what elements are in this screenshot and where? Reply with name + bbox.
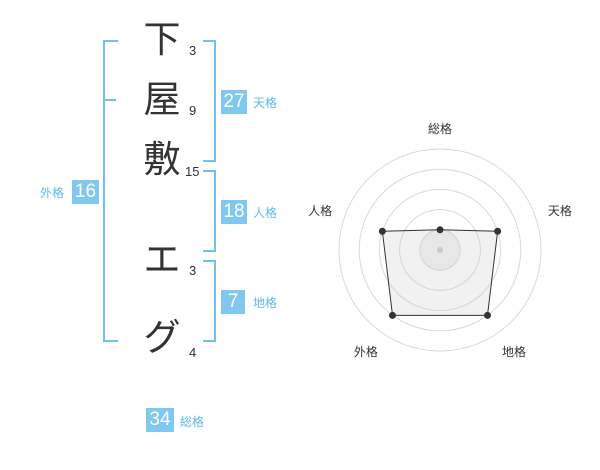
gaikaku-label: 外格 — [40, 186, 65, 200]
radar-axis-label: 地格 — [502, 344, 526, 359]
radar-data-point — [378, 227, 386, 235]
surname-char-3: 敷 — [143, 138, 181, 181]
chikaku-value-badge: 7 — [221, 290, 245, 314]
gaikaku-bracket — [103, 40, 118, 342]
radar-grid — [338, 148, 542, 352]
radar-axis-label: 人格 — [308, 203, 332, 218]
gaikaku-bracket-tick — [105, 99, 116, 101]
radar-center-dot — [437, 247, 443, 253]
radar-axis-label: 総格 — [428, 121, 452, 136]
radar-data-point — [389, 311, 397, 319]
radar-axis-label: 天格 — [548, 203, 572, 218]
gaikaku-value-badge: 16 — [72, 180, 99, 204]
tenkaku-label: 天格 — [253, 96, 278, 110]
surname-char-2: 屋 — [143, 78, 181, 121]
surname-stroke-count-1: 3 — [189, 43, 197, 58]
given-stroke-count-2: 4 — [189, 345, 197, 360]
radar-data-point — [483, 311, 491, 319]
surname-stroke-count-3: 15 — [185, 164, 200, 179]
tenkaku-value-badge: 27 — [221, 90, 247, 114]
radar-series-shape — [381, 229, 499, 316]
given-char-1: エ — [143, 238, 181, 281]
surname-stroke-count-2: 9 — [189, 103, 197, 118]
chikaku-label: 地格 — [253, 296, 278, 310]
jinkaku-label: 人格 — [253, 206, 278, 220]
jinkaku-value-badge: 18 — [221, 200, 247, 224]
chikaku-bracket — [203, 260, 216, 342]
soukaku-value-badge: 34 — [146, 408, 174, 432]
radar-data-point — [436, 226, 444, 234]
given-char-2: グ — [143, 316, 181, 359]
tenkaku-bracket — [203, 40, 216, 162]
radar-data-point — [494, 227, 502, 235]
radar-axis-label: 外格 — [354, 344, 378, 359]
radar-grid-ring — [338, 148, 542, 352]
given-stroke-count-1: 3 — [189, 263, 197, 278]
radar-series — [378, 226, 502, 319]
surname-char-1: 下 — [143, 18, 181, 61]
radar-grid-ring — [378, 188, 502, 312]
radar-grid-ring — [399, 209, 481, 291]
radar-grid-ring — [358, 168, 522, 332]
jinkaku-bracket — [203, 170, 216, 252]
soukaku-label: 総格 — [180, 415, 205, 429]
